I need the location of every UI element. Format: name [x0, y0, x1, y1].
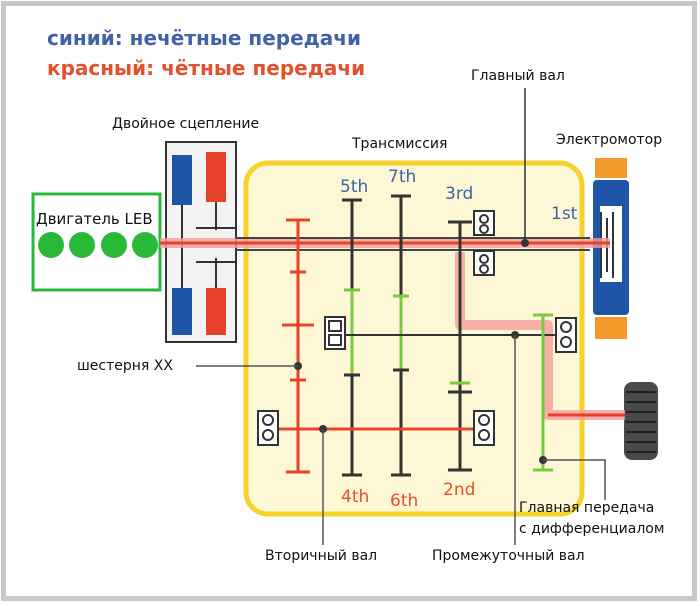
bearing — [324, 316, 346, 350]
label-final-drive-line2: с дифференциалом — [519, 521, 665, 537]
engine-cylinder — [69, 232, 95, 258]
gear-label-6th: 6th — [390, 491, 419, 511]
final-drive — [533, 313, 553, 472]
label-dual-clutch: Двойное сцепление — [112, 116, 260, 132]
gear-label-1st: 1st — [551, 204, 578, 224]
legend-blue: синий: нечётные передачи — [47, 26, 362, 50]
engine-cylinder — [101, 232, 127, 258]
bearing — [473, 410, 495, 446]
engine-cylinder — [132, 232, 158, 258]
bearing — [555, 317, 577, 353]
gear-label-3rd: 3rd — [445, 184, 474, 204]
label-secondary-shaft: Вторичный вал — [265, 548, 378, 564]
label-intermediate-shaft: Промежуточный вал — [432, 548, 585, 564]
label-transmission: Трансмиссия — [352, 136, 448, 152]
legend-red: красный: чётные передачи — [47, 56, 366, 80]
label-idler-gear: шестерня XX — [77, 358, 173, 374]
engine-cylinder — [38, 232, 64, 258]
gear-label-2nd: 2nd — [443, 480, 476, 500]
bearing — [473, 250, 495, 276]
gear-label-7th: 7th — [388, 167, 417, 187]
bearing — [257, 410, 279, 446]
label-main-shaft: Главный вал — [471, 68, 565, 84]
gear-label-5th: 5th — [340, 177, 369, 197]
electric-motor — [593, 158, 629, 339]
transmission-box — [243, 160, 585, 517]
label-final-drive-line1: Главная передача — [519, 500, 655, 516]
label-electric-motor: Электромотор — [556, 132, 663, 148]
wheel — [624, 382, 658, 460]
bearing — [473, 210, 495, 236]
label-engine: Двигатель LEB — [36, 210, 153, 228]
gear-label-4th: 4th — [341, 487, 370, 507]
leader-final-drive — [543, 459, 606, 500]
